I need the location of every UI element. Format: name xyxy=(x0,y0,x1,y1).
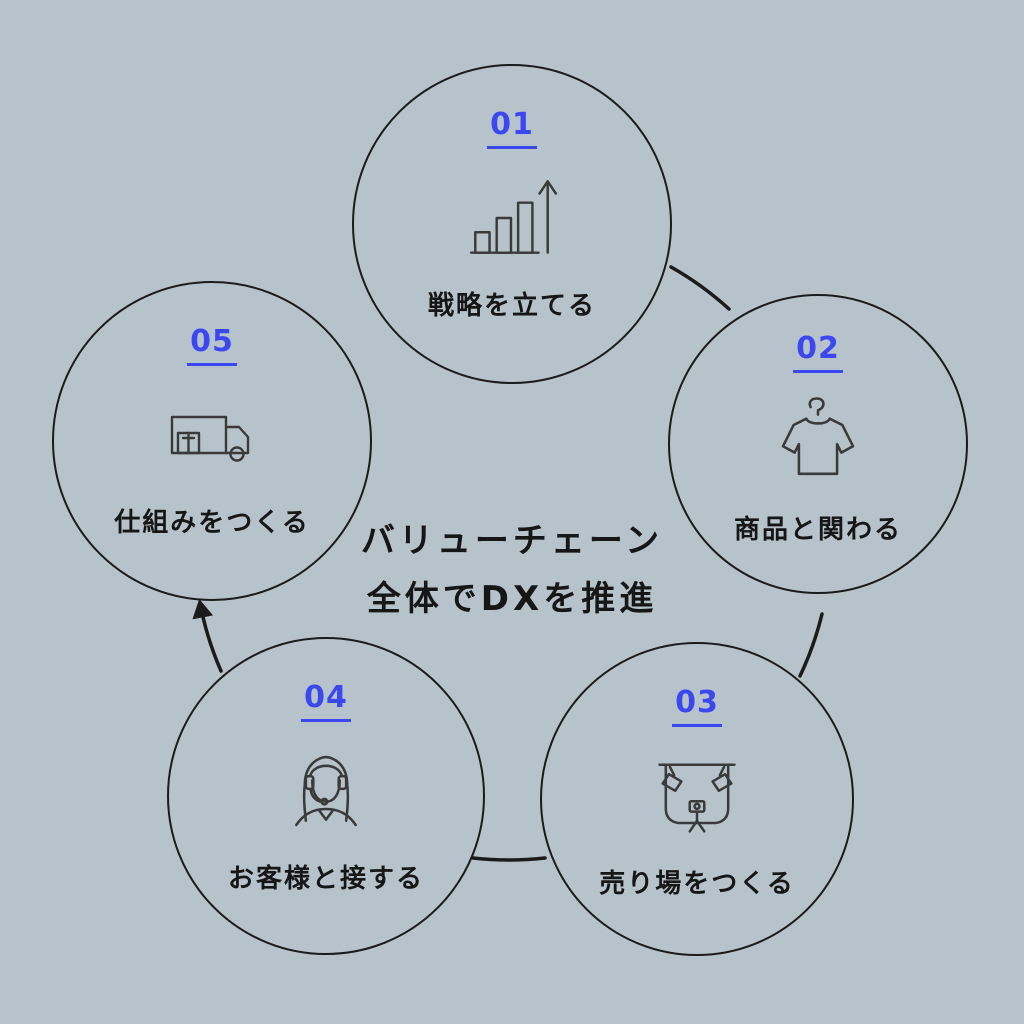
step-circle-logistics: 05 仕組みをつくる xyxy=(52,281,372,601)
connector-arc-03-04 xyxy=(471,856,547,862)
step-circle-sales-floor: 03 売り場をつくる xyxy=(540,642,854,956)
connector-arc-04-05-arrow xyxy=(192,598,223,673)
step-label: 戦略を立てる xyxy=(427,290,596,321)
step-number: 02 xyxy=(793,331,843,373)
connector-arc-01-02 xyxy=(669,265,731,311)
photo-studio-icon xyxy=(641,739,753,853)
shirt-on-hanger-icon xyxy=(764,385,872,499)
connector-arc-02-03 xyxy=(798,612,824,678)
step-label: 売り場をつくる xyxy=(599,868,795,899)
step-circle-customer: 04 お客様と接する xyxy=(167,637,485,955)
customer-support-agent-icon xyxy=(272,734,380,848)
step-label: 商品と関わる xyxy=(733,514,902,545)
diagram-title: バリューチェーン 全体でDXを推進 xyxy=(0,512,1024,629)
step-circle-strategy: 01 戦略を立てる xyxy=(352,64,672,384)
step-number: 04 xyxy=(301,680,351,722)
diagram-title-line1: バリューチェーン xyxy=(360,521,664,561)
delivery-truck-icon xyxy=(155,378,269,492)
step-label: 仕組みをつくる xyxy=(114,507,310,538)
step-number: 05 xyxy=(187,324,237,366)
step-label: お客様と接する xyxy=(227,863,424,894)
step-number: 03 xyxy=(672,685,722,727)
diagram-title-line2: 全体でDXを推進 xyxy=(366,579,658,620)
step-number: 01 xyxy=(487,107,537,149)
bar-chart-growth-icon xyxy=(456,161,568,275)
step-circle-product: 02 商品と関わる xyxy=(668,294,968,594)
